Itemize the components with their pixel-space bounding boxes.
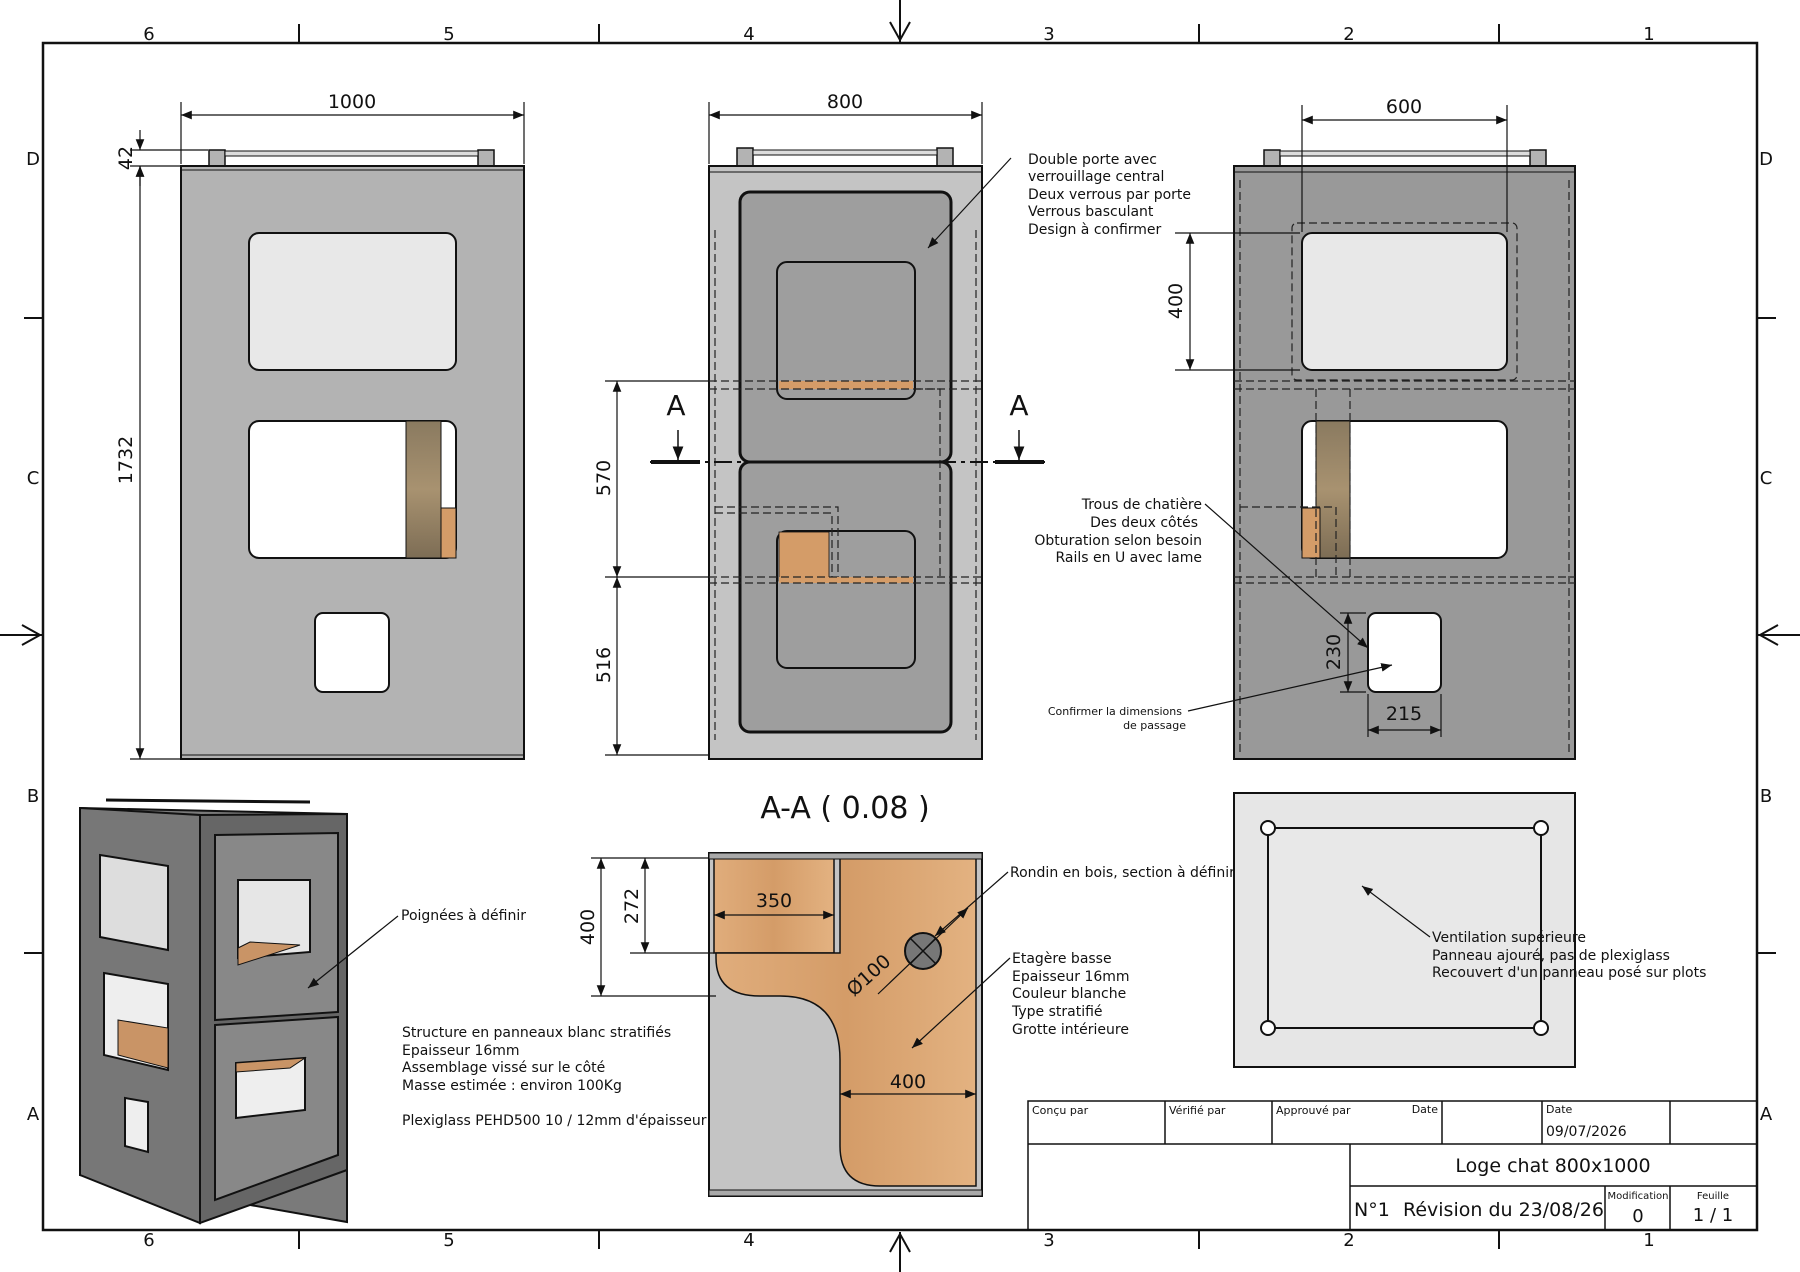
dim-section-400: 400	[577, 909, 599, 945]
svg-text:Recouvert d'un panneau posé su: Recouvert d'un panneau posé sur plots	[1432, 965, 1706, 981]
tb-title: Loge chat 800x1000	[1455, 1155, 1650, 1177]
svg-text:3: 3	[1043, 24, 1054, 45]
dim-front-top: 42	[115, 146, 137, 170]
svg-text:Panneau ajouré, pas de plexigl: Panneau ajouré, pas de plexiglass	[1432, 948, 1670, 964]
tb-verifie: Vérifié par	[1169, 1104, 1226, 1117]
svg-text:5: 5	[443, 1230, 454, 1251]
tb-date-label: Date	[1412, 1103, 1439, 1116]
svg-text:4: 4	[743, 24, 754, 45]
svg-text:Assemblage vissé sur le côté: Assemblage vissé sur le côté	[402, 1060, 605, 1076]
svg-text:Design à confirmer: Design à confirmer	[1028, 222, 1162, 238]
section-dimensions	[591, 857, 976, 1099]
tb-concu: Conçu par	[1032, 1104, 1089, 1117]
svg-text:Epaisseur 16mm: Epaisseur 16mm	[1012, 969, 1130, 985]
dim-side-window: 400	[1165, 283, 1187, 319]
svg-text:Rails en U avec lame: Rails en U avec lame	[1055, 550, 1202, 566]
note-confirm: Confirmer la dimensions de passage	[1048, 705, 1186, 732]
middle-dimensions	[605, 102, 983, 756]
dim-section-350: 350	[756, 890, 792, 912]
front-view	[180, 149, 525, 760]
svg-text:A: A	[1760, 1104, 1773, 1125]
svg-text:6: 6	[143, 24, 154, 45]
svg-text:C: C	[27, 468, 40, 489]
svg-text:Ventilation supérieure: Ventilation supérieure	[1432, 930, 1586, 946]
title-block	[1027, 1100, 1758, 1231]
tb-feuille-label: Feuille	[1697, 1191, 1729, 1202]
dim-middle-lower: 516	[593, 647, 615, 683]
svg-text:C: C	[1760, 468, 1773, 489]
dim-middle-width: 800	[827, 91, 863, 113]
svg-text:B: B	[1760, 786, 1772, 807]
front-dimensions	[130, 102, 525, 760]
svg-text:2: 2	[1343, 1230, 1354, 1251]
svg-text:1: 1	[1643, 1230, 1654, 1251]
svg-text:D: D	[26, 149, 40, 170]
top-view	[1233, 792, 1576, 1068]
note-double-door: Double porte avec verrouillage central D…	[1028, 152, 1191, 238]
section-title: A-A ( 0.08 )	[760, 791, 929, 826]
dim-side-width: 600	[1386, 96, 1422, 118]
svg-text:Verrous basculant: Verrous basculant	[1028, 204, 1154, 220]
tb-modification-label: Modification	[1608, 1191, 1669, 1202]
svg-text:D: D	[1759, 149, 1773, 170]
svg-text:1: 1	[1643, 24, 1654, 45]
note-handles: Poignées à définir	[401, 908, 526, 924]
svg-text:5: 5	[443, 24, 454, 45]
side-view	[1233, 149, 1576, 760]
svg-text:Masse estimée : environ 100Kg: Masse estimée : environ 100Kg	[402, 1078, 622, 1094]
note-ventilation: Ventilation supérieure Panneau ajouré, p…	[1432, 930, 1706, 981]
svg-text:Des deux côtés: Des deux côtés	[1090, 515, 1198, 531]
svg-text:Grotte intérieure: Grotte intérieure	[1012, 1022, 1129, 1038]
svg-text:A: A	[27, 1104, 40, 1125]
svg-text:4: 4	[743, 1230, 754, 1251]
svg-text:Type stratifié: Type stratifié	[1011, 1004, 1103, 1020]
dim-section-400b: 400	[890, 1071, 926, 1093]
svg-text:Obturation selon besoin: Obturation selon besoin	[1034, 533, 1202, 549]
svg-text:6: 6	[143, 1230, 154, 1251]
tb-revision: Révision du 23/08/26	[1403, 1199, 1604, 1221]
svg-text:2: 2	[1343, 24, 1354, 45]
section-view	[708, 852, 983, 1197]
note-chatiere: Trous de chatière Des deux côtés Obturat…	[1034, 497, 1202, 566]
tb-date-value: 09/07/2026	[1546, 1124, 1627, 1140]
svg-text:Double porte avec: Double porte avec	[1028, 152, 1157, 168]
middle-view	[650, 147, 1045, 760]
dim-front-width: 1000	[328, 91, 376, 113]
svg-text:Deux verrous par porte: Deux verrous par porte	[1028, 187, 1191, 203]
svg-text:Structure en panneaux blanc st: Structure en panneaux blanc stratifiés	[402, 1025, 671, 1041]
tb-number: N°1	[1354, 1199, 1390, 1221]
svg-text:de passage: de passage	[1123, 719, 1186, 732]
svg-text:3: 3	[1043, 1230, 1054, 1251]
note-plexi: Plexiglass PEHD500 10 / 12mm d'épaisseur	[402, 1113, 707, 1129]
note-rondin: Rondin en bois, section à définir	[1010, 865, 1235, 881]
svg-text:Trous de chatière: Trous de chatière	[1081, 497, 1202, 513]
note-etagere: Etagère basse Epaisseur 16mm Couleur bla…	[1011, 951, 1130, 1038]
svg-text:Confirmer la dimensions: Confirmer la dimensions	[1048, 705, 1182, 718]
dim-section-272: 272	[621, 888, 643, 924]
tb-approuve: Approuvé par	[1276, 1104, 1351, 1117]
grid-labels: 6 5 4 3 2 1 6 5 4 3 2 1 D C B A D C B A	[26, 24, 1773, 1251]
tb-modification-value: 0	[1632, 1206, 1643, 1227]
side-dimensions	[1175, 105, 1508, 737]
svg-text:B: B	[27, 786, 39, 807]
svg-text:Etagère basse: Etagère basse	[1012, 951, 1112, 967]
tb-feuille-value: 1 / 1	[1693, 1205, 1733, 1226]
svg-text:verrouillage central: verrouillage central	[1028, 169, 1164, 185]
svg-text:Couleur blanche: Couleur blanche	[1012, 986, 1126, 1002]
dim-hole-height: 230	[1323, 634, 1345, 670]
svg-text:Epaisseur 16mm: Epaisseur 16mm	[402, 1043, 520, 1059]
dim-front-height: 1732	[115, 436, 137, 484]
dim-hole-width: 215	[1386, 703, 1422, 725]
tb-date-label-2: Date	[1546, 1103, 1573, 1116]
section-mark-left: A	[666, 389, 685, 422]
dim-middle-upper: 570	[593, 460, 615, 496]
iso-view	[79, 798, 348, 1225]
section-mark-right: A	[1009, 389, 1028, 422]
note-structure: Structure en panneaux blanc stratifiés E…	[402, 1025, 671, 1094]
